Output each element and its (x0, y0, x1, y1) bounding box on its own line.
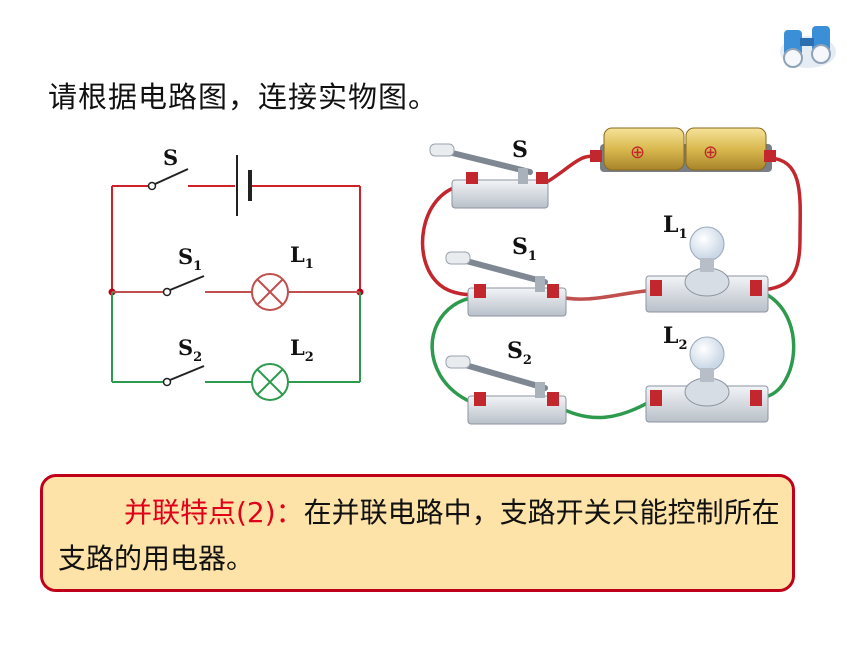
physical-label-l1: L1 (663, 212, 688, 242)
label-s2: S2 (178, 335, 202, 365)
label-s1: S1 (178, 244, 202, 274)
lamp-holder-l1[interactable] (645, 226, 769, 313)
note-text: 并联特点(2)：在并联电路中，支路开关只能控制所在支路的用电器。 (58, 490, 788, 582)
plus-icon: ⊕ (703, 142, 718, 163)
schematic-diagram: S S1 L1 S2 L2 (108, 145, 364, 401)
branch2-wire (111, 292, 361, 383)
physical-label-s: S (512, 137, 528, 163)
schematic-battery (236, 155, 252, 216)
instruction-text: 请根据电路图，连接实物图。 (48, 80, 439, 114)
label-l1: L1 (290, 242, 314, 272)
lamp-holder-l2[interactable] (645, 336, 769, 423)
knife-switch-s[interactable] (429, 143, 549, 209)
note-highlight: 并联特点(2)： (124, 496, 304, 529)
physical-circuit: ⊕ ⊕ (420, 127, 802, 425)
knife-switch-s2[interactable] (445, 355, 567, 425)
schematic-lamp-l1 (251, 273, 289, 311)
battery-pack: ⊕ ⊕ (590, 127, 776, 172)
schematic-lamp-l2 (251, 363, 289, 401)
physical-label-s2: S2 (507, 338, 532, 368)
knife-switch-s1[interactable] (445, 251, 567, 317)
physical-label-s1: S1 (512, 234, 537, 264)
schematic-switch-s (147, 168, 189, 191)
label-s: S (163, 145, 178, 170)
binoculars-icon (780, 26, 836, 68)
main-wire (111, 185, 361, 292)
schematic-switch-s2 (162, 365, 205, 387)
note-box (40, 474, 795, 592)
plus-icon: ⊕ (630, 142, 645, 163)
schematic-switch-s1 (162, 275, 205, 297)
physical-label-l2: L2 (663, 323, 688, 353)
label-l2: L2 (290, 335, 314, 365)
note-body: 在并联电路中，支路开关只能控制所在支路的用电器。 (58, 496, 780, 575)
